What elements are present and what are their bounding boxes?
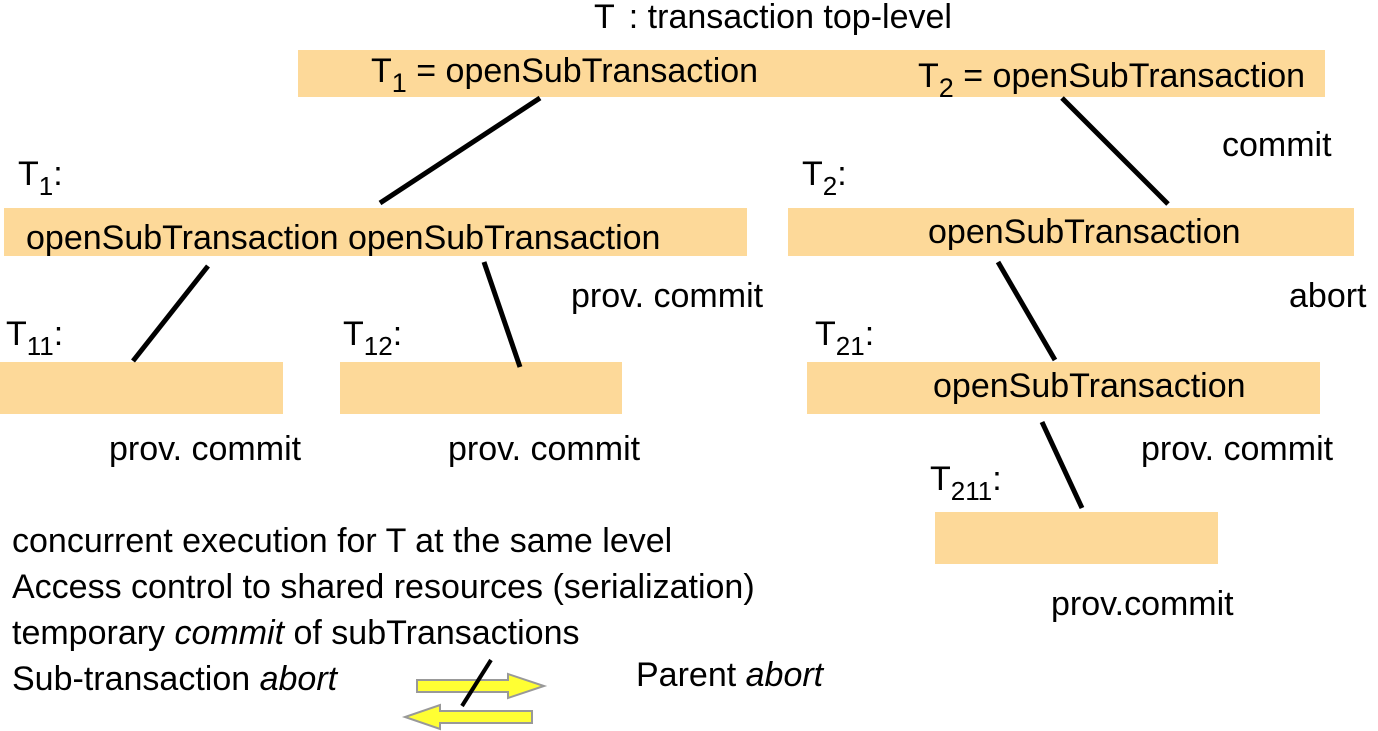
t211-box xyxy=(935,512,1218,564)
top-level-title: T : transaction top-level xyxy=(594,0,952,34)
t211-prov-commit-label: prov.commit xyxy=(1051,585,1234,623)
t2-abort-label: abort xyxy=(1289,277,1367,315)
edge-t1-t11 xyxy=(131,264,210,363)
t211-node-label: T211: xyxy=(930,460,1002,506)
root-transaction-box xyxy=(298,50,1325,97)
t1-box-text: openSubTransaction openSubTransaction xyxy=(26,219,661,257)
t12-box xyxy=(340,362,622,414)
blocked-slash xyxy=(460,658,493,708)
top-desc: : transaction top-level xyxy=(628,0,952,36)
note-temporary-commit: temporary commit of subTransactions xyxy=(12,614,580,652)
t11-node-label: T11: xyxy=(6,315,64,361)
t21-box xyxy=(807,362,1320,414)
note-access-control: Access control to shared resources (seri… xyxy=(12,568,755,606)
note-subtransaction-abort: Sub-transaction abort xyxy=(12,660,338,698)
root-t2-label: T2 = openSubTransaction xyxy=(918,57,1306,103)
t21-box-text: openSubTransaction xyxy=(933,367,1246,405)
edge-root-t1 xyxy=(378,95,542,206)
root-t1-label: T1 = openSubTransaction xyxy=(371,52,759,98)
root-commit-label: commit xyxy=(1222,126,1332,164)
t21-prov-commit-label: prov. commit xyxy=(1141,430,1334,468)
t2-box xyxy=(788,208,1354,256)
edge-t2-t21 xyxy=(995,260,1058,362)
t11-prov-commit-label: prov. commit xyxy=(109,430,302,468)
notes-block: concurrent execution for T at the same l… xyxy=(12,518,755,702)
t1-node-label: T1: xyxy=(18,155,63,201)
t2-box-text: openSubTransaction xyxy=(928,213,1241,251)
t1-prov-commit-label: prov. commit xyxy=(571,277,764,315)
top-name: T xyxy=(594,0,615,36)
edge-t21-t211 xyxy=(1039,420,1085,510)
edge-t1-t12 xyxy=(481,261,523,368)
t2-node-label: T2: xyxy=(802,155,847,201)
left-arrow-icon xyxy=(401,703,533,731)
edge-root-t2 xyxy=(1060,96,1170,206)
t11-box xyxy=(0,362,283,414)
t12-node-label: T12: xyxy=(343,315,403,361)
t12-prov-commit-label: prov. commit xyxy=(448,430,641,468)
right-arrow-icon xyxy=(416,672,548,700)
t1-box xyxy=(4,208,747,256)
note-parent-abort: Parent abort xyxy=(636,656,824,694)
note-concurrent: concurrent execution for T at the same l… xyxy=(12,522,673,560)
t21-node-label: T21: xyxy=(815,315,875,361)
